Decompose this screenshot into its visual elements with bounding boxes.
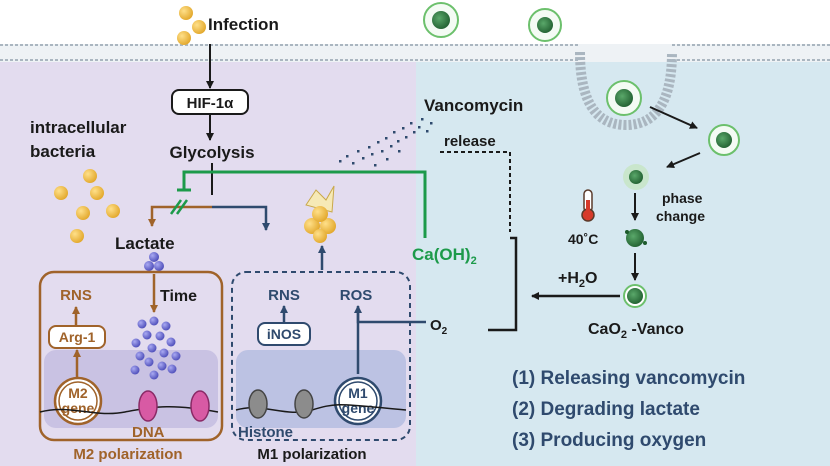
caoh-label: Ca(OH)2	[412, 245, 477, 267]
arrow-endosome-release	[649, 106, 698, 129]
m1-gene-circle	[333, 376, 383, 426]
pink-histones	[138, 390, 210, 422]
nanoparticle-phase-change	[623, 164, 649, 190]
legend-item-2: (2) Degrading lactate	[512, 399, 700, 420]
dna-strand-m2	[39, 406, 219, 415]
m1-gene-label-line1: M1	[348, 385, 368, 401]
gray-histones	[248, 389, 314, 419]
m1-rns-label: RNS	[268, 287, 300, 304]
ros-label: ROS	[340, 287, 373, 304]
m1-gene-label-line2: gene	[342, 400, 375, 416]
lactate-molecule-icon	[144, 252, 164, 271]
arg1-label: Arg-1	[59, 329, 96, 345]
nanoparticle-intracellular	[708, 124, 740, 156]
intracellular-bacteria-cluster	[54, 169, 120, 243]
o2-to-ros-line	[356, 308, 426, 324]
thermometer-icon	[581, 189, 595, 222]
cao2-vanco-label: CaO2 -Vanco	[588, 321, 684, 341]
caoh-inhibition-line	[182, 170, 427, 238]
arrow-to-phase-change	[666, 152, 701, 168]
arrow-glycolysis-m1	[212, 205, 270, 231]
nanoparticle-endocytosed	[606, 80, 642, 116]
lactate-inhibition-mark	[169, 199, 189, 215]
hif-label: HIF-1α	[187, 95, 235, 112]
nanoparticle-degrading	[625, 229, 647, 247]
intracellular-label-line1: intracellular	[30, 118, 127, 137]
m2-gene-label-line1: M2	[68, 385, 88, 401]
h2o-label: +H2O	[558, 270, 597, 290]
lactate-label: Lactate	[115, 234, 175, 253]
arg1-box	[48, 325, 106, 349]
time-label: Time	[160, 288, 197, 305]
histone-label: Histone	[238, 424, 293, 441]
reaction-bracket	[488, 236, 518, 332]
vancomycin-label: Vancomycin	[424, 96, 523, 115]
phase-change-label-line2: change	[656, 208, 705, 224]
m1-polarization-box	[231, 271, 411, 441]
m1-polarization-label: M1 polarization	[257, 446, 366, 463]
cell-membrane	[0, 44, 830, 131]
m2-polarization-label: M2 polarization	[73, 446, 182, 463]
nanoparticle-outside-2	[528, 8, 562, 42]
release-dashed-line	[440, 151, 511, 232]
infection-bacteria	[177, 6, 206, 45]
infection-label: Infection	[208, 15, 279, 34]
hif-box	[171, 89, 249, 115]
nanoparticle-cao2-vanco	[623, 284, 647, 308]
nanoparticle-outside-1	[423, 2, 459, 38]
legend-item-3: (3) Producing oxygen	[512, 430, 706, 451]
m2-gene-label-line2: gene	[62, 400, 95, 416]
dna-label: DNA	[132, 424, 165, 441]
damaged-bacteria-icon	[304, 185, 336, 243]
inos-box	[257, 322, 311, 346]
intracellular-label-line2: bacteria	[30, 142, 96, 161]
vancomycin-release-dots	[339, 118, 433, 167]
phase-change-label-line1: phase	[662, 190, 703, 206]
o2-label: O2	[430, 317, 448, 337]
cell-right-region	[416, 60, 830, 466]
inos-label: iNOS	[267, 326, 301, 342]
lactate-accumulation-cluster	[130, 316, 181, 380]
release-label: release	[444, 133, 496, 150]
m2-rns-label: RNS	[60, 287, 92, 304]
temperature-label: 40˚C	[568, 231, 598, 247]
m2-polarization-box	[38, 270, 224, 442]
glycolysis-label: Glycolysis	[169, 143, 254, 162]
legend-item-1: (1) Releasing vancomycin	[512, 368, 745, 389]
arrow-glycolysis-lactate	[148, 205, 212, 227]
